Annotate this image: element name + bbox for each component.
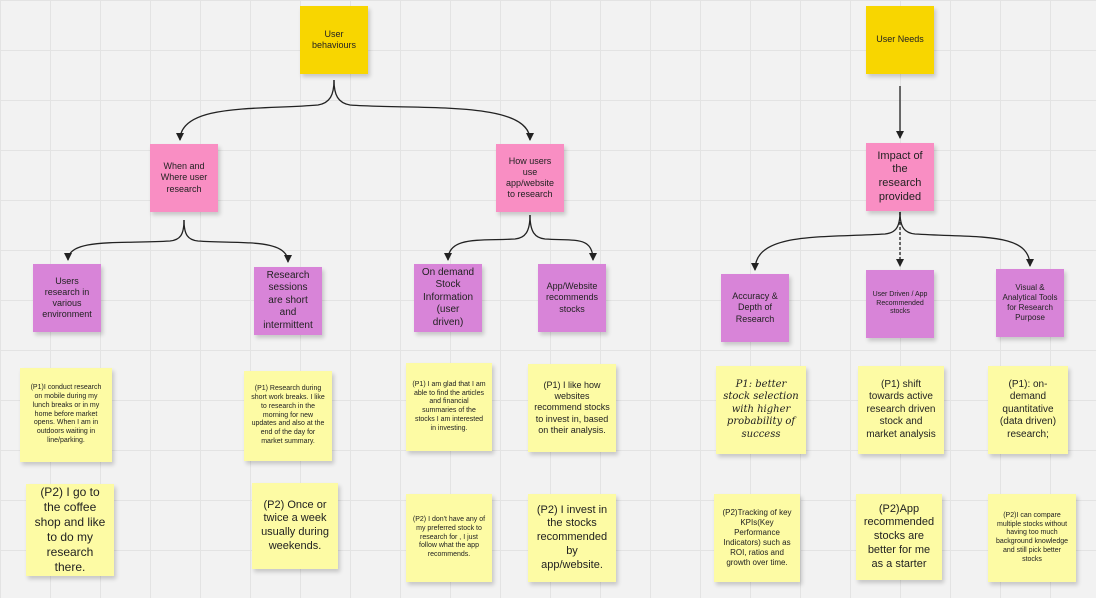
note-quote-p1-glad[interactable]: (P1) I am glad that I am able to find th… (406, 363, 492, 451)
note-app-recommends[interactable]: App/Website recommends stocks (538, 264, 606, 332)
note-accuracy-depth[interactable]: Accuracy & Depth of Research (721, 274, 789, 342)
note-quote-p2-kpis[interactable]: (P2)Tracking of key KPIs(Key Performance… (714, 494, 800, 582)
note-quote-p1-breaks[interactable]: (P1) Research during short work breaks. … (244, 371, 332, 461)
note-sessions-short[interactable]: Research sessions are short and intermit… (254, 267, 322, 335)
note-quote-p1-ondemand[interactable]: (P1): on-demand quantitative (data drive… (988, 366, 1068, 454)
note-quote-p2-app[interactable]: (P2)App recommended stocks are better fo… (856, 494, 942, 580)
note-quote-p1-websites[interactable]: (P1) I like how websites recommend stock… (528, 364, 616, 452)
note-quote-p2-invest[interactable]: (P2) I invest in the stocks recommended … (528, 494, 616, 582)
note-impact[interactable]: Impact of the research provided (866, 143, 934, 211)
connector-when-env (64, 219, 185, 261)
connector-impact-accuracy (751, 211, 901, 271)
note-on-demand-info[interactable]: On demand Stock Information (user driven… (414, 264, 482, 332)
connector-when-sessions (183, 219, 292, 263)
note-when-where[interactable]: When and Where user research (150, 144, 218, 212)
note-quote-p2-compare[interactable]: (P2)I can compare multiple stocks withou… (988, 494, 1076, 582)
connector-how-recommends (529, 214, 597, 261)
note-quote-p2-coffee[interactable]: (P2) I go to the coffee shop and like to… (26, 484, 114, 576)
note-user-needs[interactable]: User Needs (866, 6, 934, 74)
connector-how-ondemand (444, 214, 531, 261)
note-visual-tools[interactable]: Visual & Analytical Tools for Research P… (996, 269, 1064, 337)
note-how-users-use[interactable]: How users use app/website to research (496, 144, 564, 212)
note-quote-p2-twice[interactable]: (P2) Once or twice a week usually during… (252, 483, 338, 569)
connector-behaviours-how (333, 79, 534, 141)
note-quote-p1-mobile[interactable]: (P1)I conduct research on mobile during … (20, 368, 112, 462)
note-users-research-env[interactable]: Users research in various environment (33, 264, 101, 332)
connector-behaviours-when (176, 79, 335, 141)
note-quote-p1-better[interactable]: P1: better stock selection with higher p… (716, 366, 806, 454)
note-quote-p2-dont[interactable]: (P2) I don't have any of my preferred st… (406, 494, 492, 582)
note-quote-p1-shift[interactable]: (P1) shift towards active research drive… (858, 366, 944, 454)
connector-impact-visual (899, 211, 1034, 267)
note-user-behaviours[interactable]: User behaviours (300, 6, 368, 74)
note-user-driven-app[interactable]: User Driven / App Recommended stocks (866, 270, 934, 338)
